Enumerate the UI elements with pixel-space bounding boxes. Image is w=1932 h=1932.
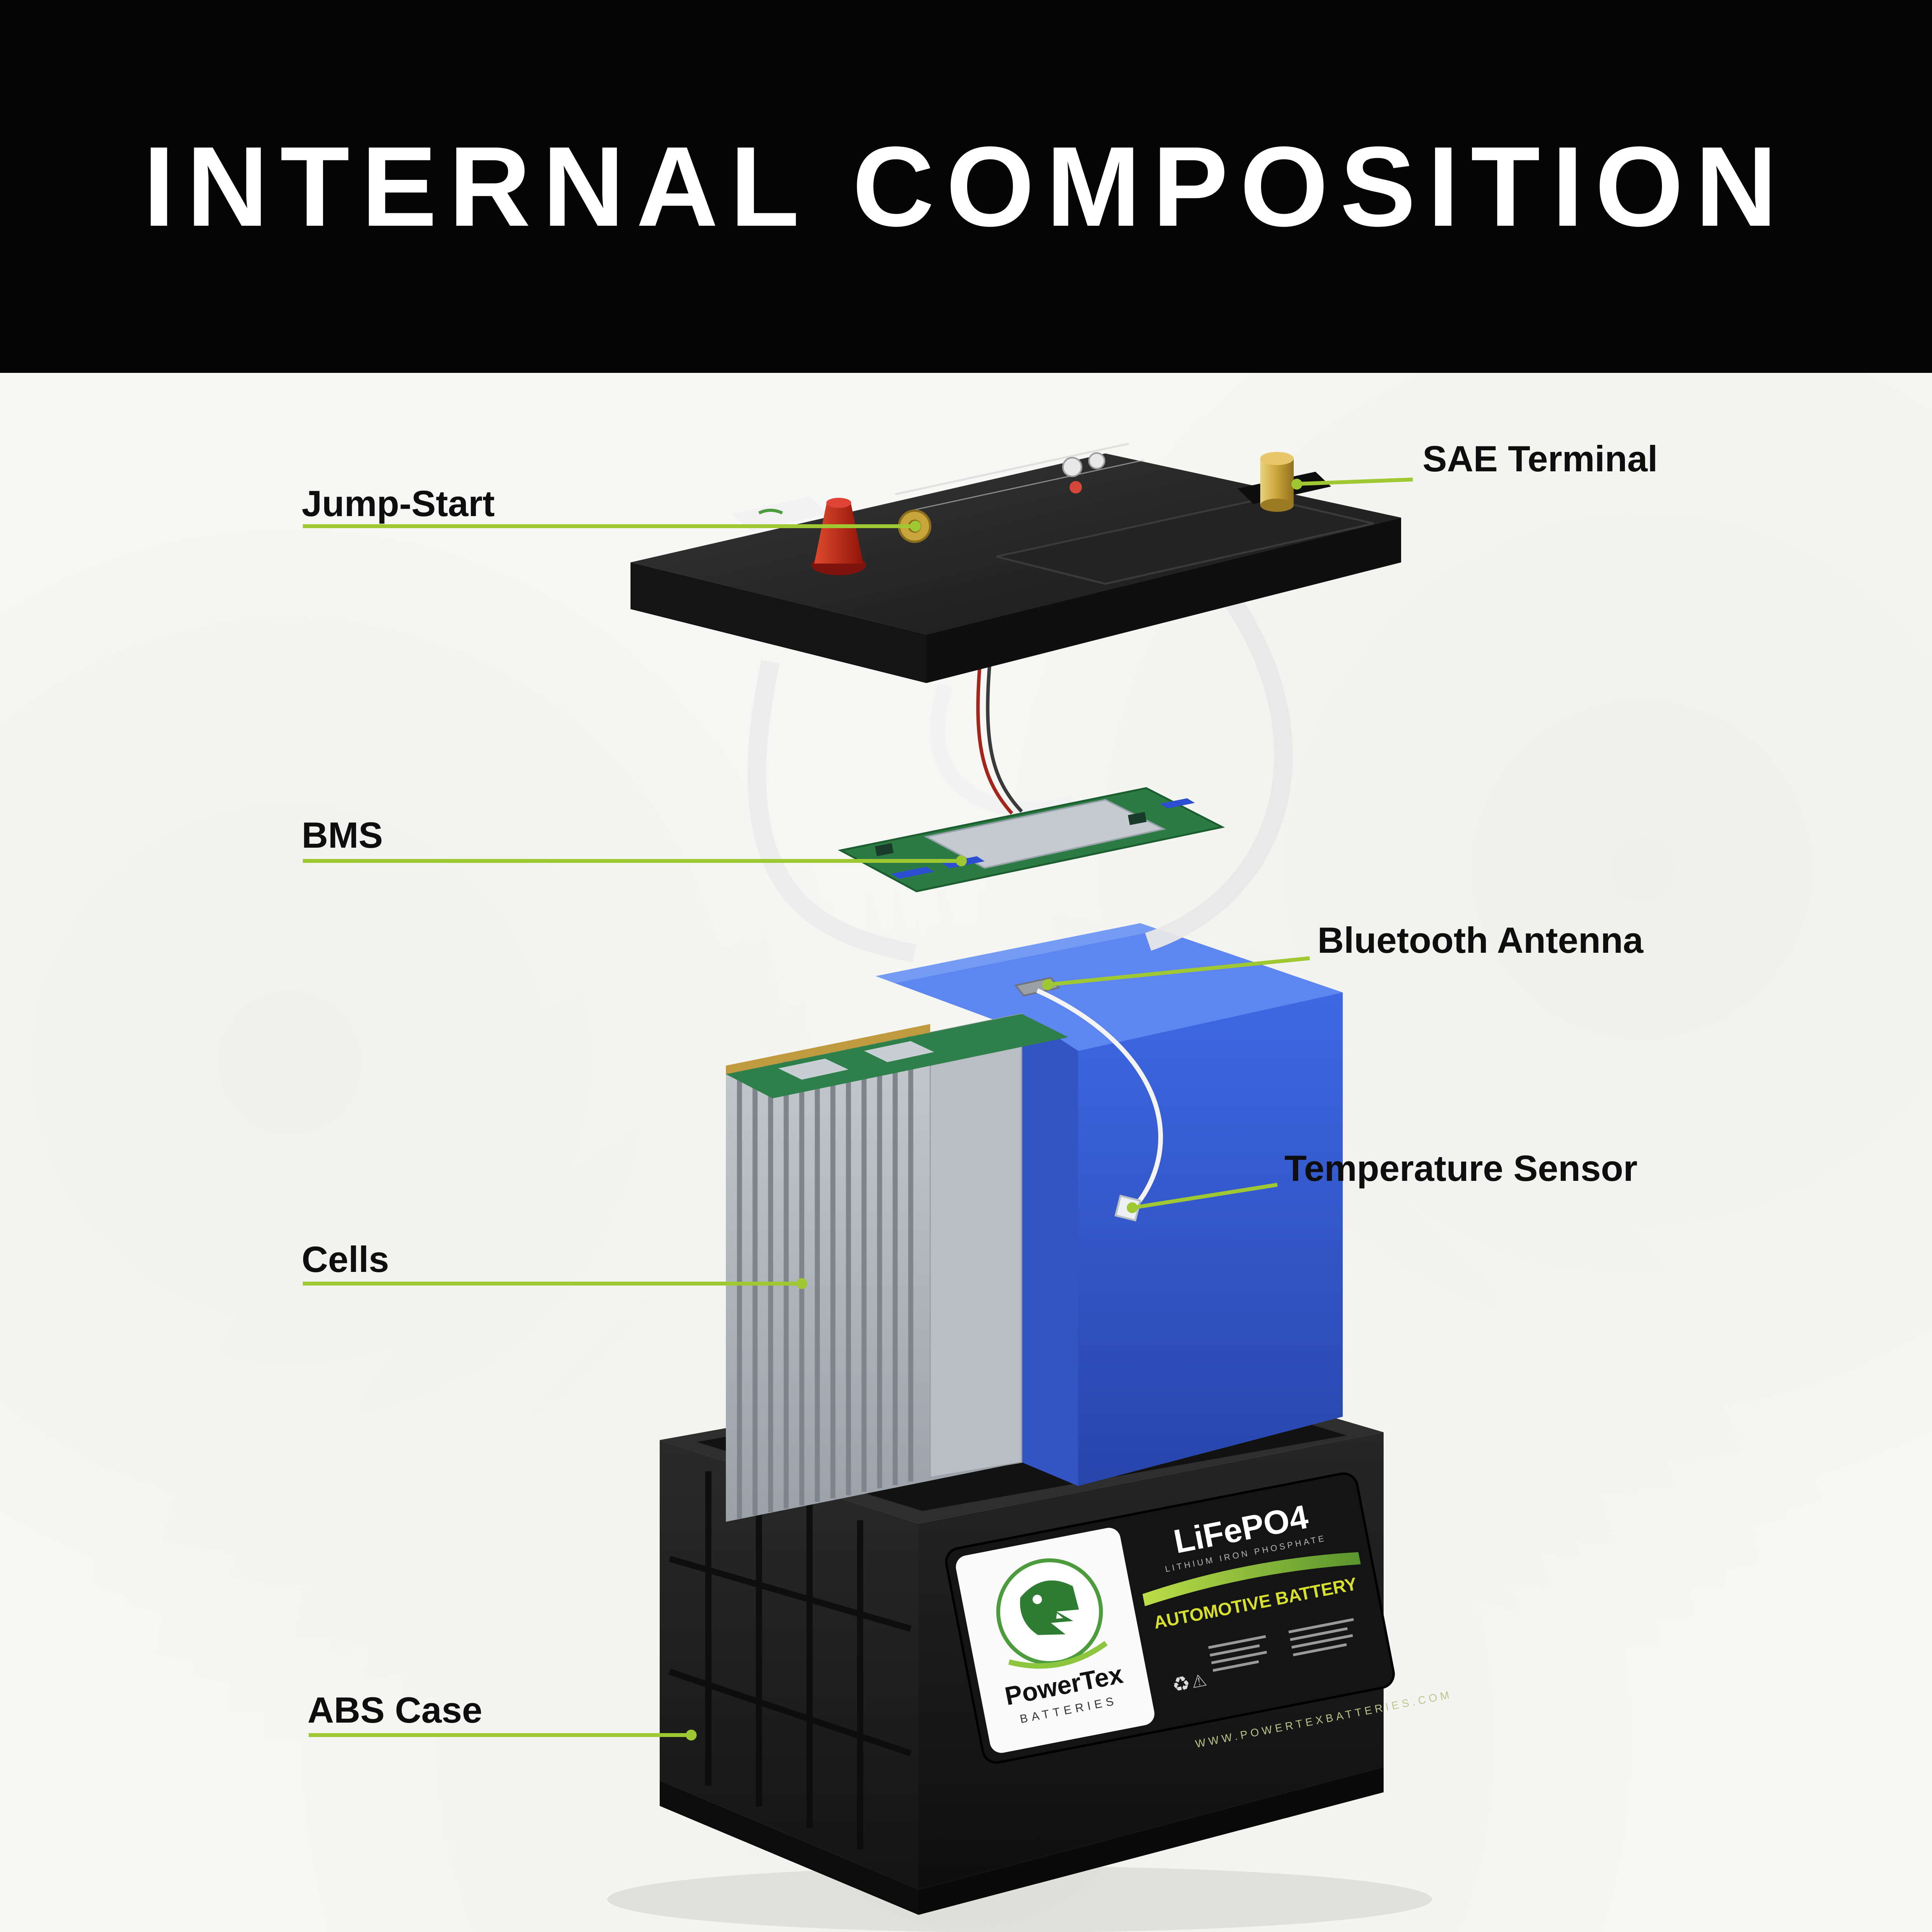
leader-lines — [303, 478, 1413, 1741]
battery-lid — [631, 443, 1401, 683]
label-lime-swoosh — [1142, 1552, 1361, 1607]
warning-icon: ⚠ — [1189, 1670, 1208, 1693]
case-grooves — [668, 1471, 912, 1849]
callout-bluetooth-antenna: Bluetooth Antenna — [1317, 920, 1644, 961]
recycle-icon: ♻ — [1170, 1671, 1192, 1698]
callout-abs-case: ABS Case — [307, 1690, 483, 1730]
cell-stack — [726, 1013, 1068, 1522]
leader-line-temperature — [1135, 1183, 1278, 1209]
jump-start-cap — [811, 498, 866, 575]
cell-pack — [726, 923, 1343, 1522]
header-banner: INTERNAL COMPOSITION — [0, 0, 1932, 373]
lid-sticker — [732, 497, 829, 531]
leader-line-sae-terminal — [1300, 478, 1413, 486]
page-title: INTERNAL COMPOSITION — [143, 123, 1789, 250]
callout-temperature-sensor: Temperature Sensor — [1284, 1148, 1638, 1189]
ground-shadow — [607, 1866, 1432, 1932]
blue-wrap — [876, 923, 1343, 1486]
cell-fins — [737, 1036, 913, 1519]
leader-line-bluetooth — [1050, 956, 1310, 986]
callout-jump-start: Jump-Start — [302, 483, 495, 524]
label-fine-print — [1208, 1618, 1354, 1672]
callout-bms: BMS — [302, 815, 383, 855]
sae-terminal-post — [1238, 452, 1331, 512]
callout-cells: Cells — [302, 1239, 389, 1280]
lid-print-icons — [1062, 452, 1105, 494]
callout-sae-terminal: SAE Terminal — [1423, 438, 1658, 479]
brand-logo-dinosaur — [996, 1558, 1108, 1669]
